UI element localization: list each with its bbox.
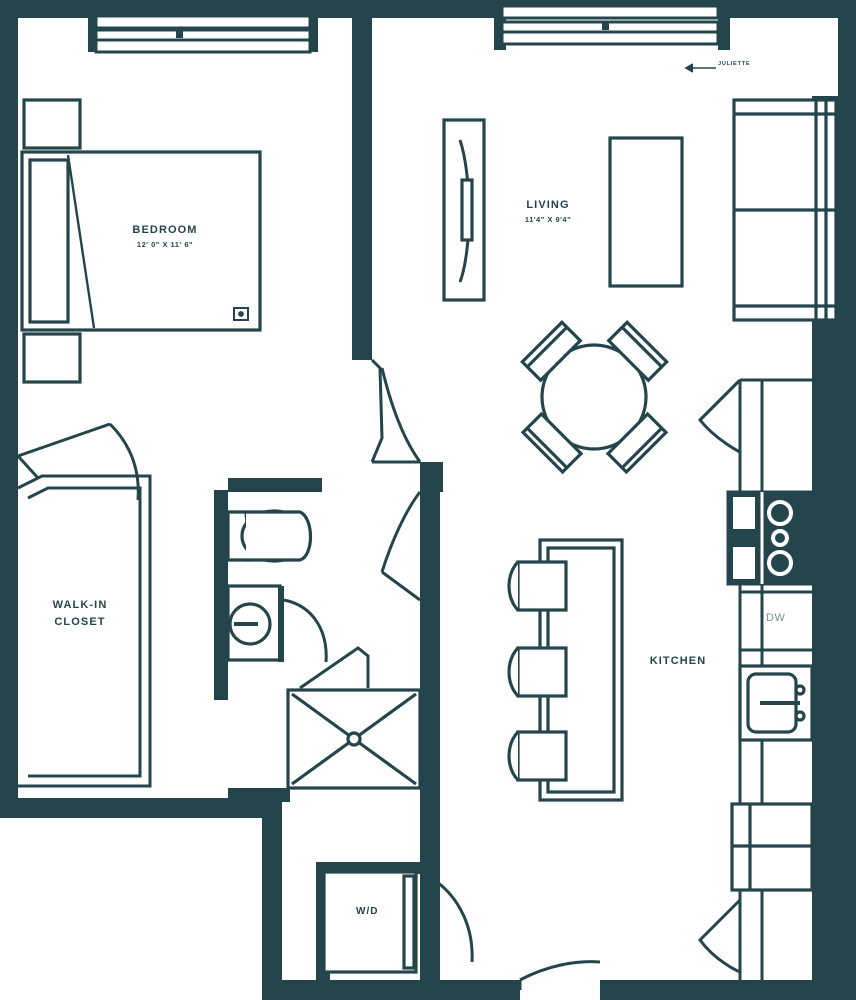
laundry-door-icon	[422, 872, 474, 980]
room-label-kitchen: KITCHEN	[618, 656, 738, 667]
room-label-living: LIVING 11'4" X 9'4"	[488, 200, 608, 224]
shower-icon	[286, 646, 422, 790]
nightstand-top-icon	[22, 98, 82, 150]
walk-in-closet-shelving-icon	[17, 474, 152, 788]
window-living	[500, 4, 720, 46]
kitchen-corner-pantry-icon	[697, 378, 742, 454]
kitchen-lower-corner-icon	[698, 898, 742, 974]
living-name: LIVING	[526, 199, 570, 211]
living-dimensions: 11'4" X 9'4"	[524, 215, 572, 224]
bedroom-name: BEDROOM	[132, 224, 198, 236]
bedroom-dimensions: 12' 0" X 11' 6"	[136, 240, 194, 249]
walk-in-closet-door-icon	[16, 422, 140, 501]
refrigerator-icon	[730, 802, 814, 892]
range-icon	[726, 490, 814, 586]
dining-chairs-icon	[520, 320, 669, 475]
kitchen-sink-icon	[738, 664, 814, 742]
window-bedroom	[94, 14, 312, 54]
coffee-table-icon	[608, 136, 684, 288]
washer-dryer-label: W/D	[356, 906, 379, 917]
toilet-icon	[226, 509, 312, 563]
walk-in-closet-name-2: CLOSET	[54, 616, 106, 628]
juliette-arrow-icon	[684, 63, 716, 73]
kitchen-name: KITCHEN	[649, 655, 707, 667]
room-label-bedroom: BEDROOM 12' 0" X 11' 6"	[105, 225, 225, 249]
dining-table-icon	[540, 343, 648, 451]
sofa-icon	[732, 98, 838, 322]
media-console-icon	[442, 118, 486, 302]
dishwasher-label: DW	[766, 612, 786, 624]
washer-dryer-icon	[322, 870, 418, 974]
bathroom-door-icon	[278, 586, 328, 663]
hall-door-icon	[380, 491, 422, 602]
room-label-walk-in-closet: WALK-IN CLOSET	[20, 600, 140, 628]
bedroom-door-icon	[370, 358, 422, 464]
bed-icon	[20, 150, 262, 332]
nightstand-bottom-icon	[22, 332, 82, 384]
dishwasher-icon	[740, 590, 812, 652]
bar-stools-icon	[507, 560, 568, 782]
juliette-balcony-label: JULIETTE	[718, 61, 751, 67]
entry-door-icon	[518, 960, 601, 990]
bed-symbol-icon	[233, 307, 249, 321]
walk-in-closet-name: WALK-IN	[52, 599, 108, 611]
bathroom-vanity-icon	[226, 584, 282, 662]
